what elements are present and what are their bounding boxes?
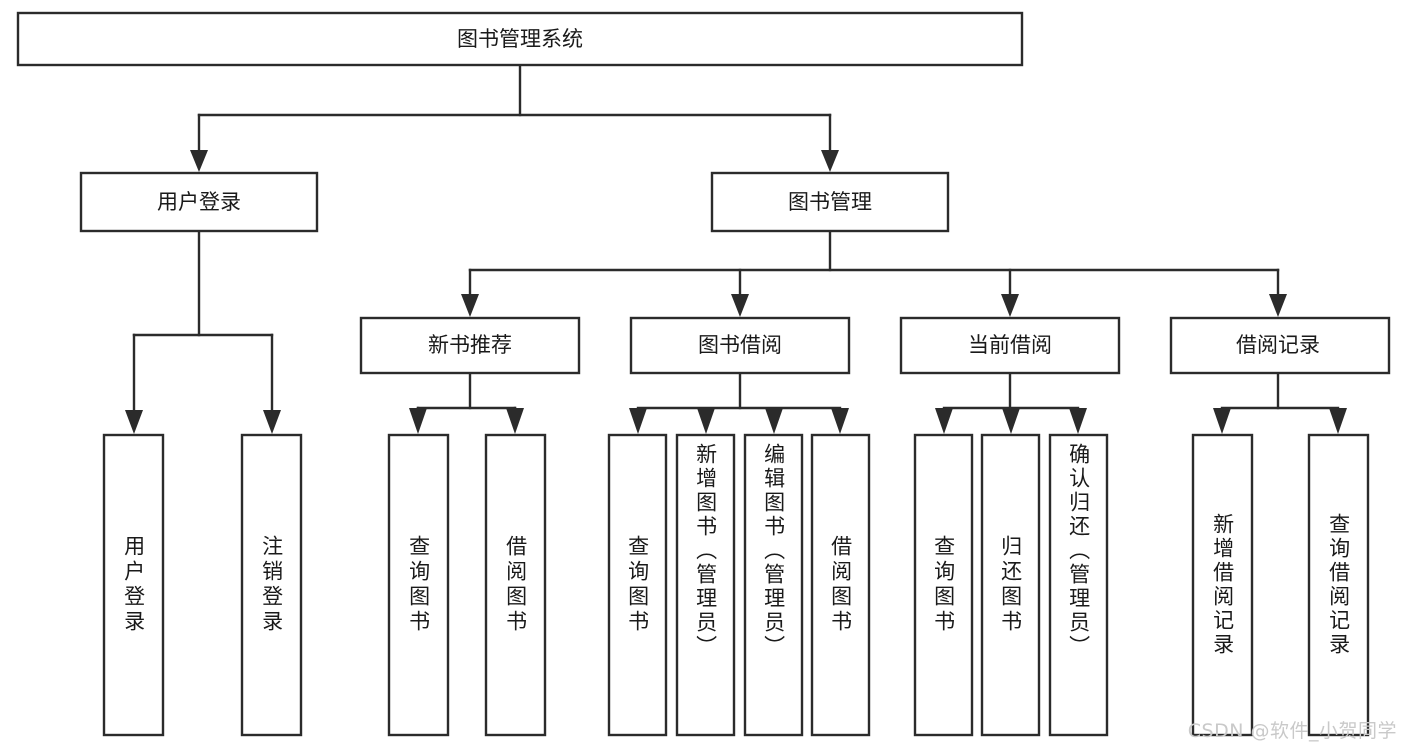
- arrow-head-icon-book-borrow: [731, 294, 749, 317]
- arrow-head-icon-leaf-query-book-3: [935, 408, 953, 434]
- node-leaf-borrow-book-1-label: 借阅图书: [503, 535, 528, 635]
- arrow-head-icon-leaf-query-record: [1329, 408, 1347, 434]
- node-root-label: 图书管理系统: [457, 27, 583, 51]
- node-current-borrow[interactable]: 当前借阅: [899, 316, 1121, 375]
- connector-group-book-manage: [461, 229, 1287, 317]
- arrow-head-icon-leaf-add-book: [697, 408, 715, 434]
- node-leaf-query-book-3-box[interactable]: [913, 433, 974, 737]
- node-borrow-record-label: 借阅记录: [1236, 333, 1320, 357]
- arrow-head-icon-leaf-logout: [263, 410, 281, 434]
- arrow-head-icon-new-book-rec: [461, 294, 479, 317]
- node-root[interactable]: 图书管理系统: [16, 11, 1024, 67]
- node-leaf-confirm-return-label: 确认归还（管理员）: [1066, 443, 1091, 659]
- node-root-box[interactable]: [16, 11, 1024, 67]
- leaf-boxes-group: [102, 433, 1370, 737]
- connector-group-user-login: [125, 229, 281, 434]
- node-leaf-return-book-label: 归还图书: [998, 535, 1023, 635]
- node-leaf-add-record-box[interactable]: [1191, 433, 1254, 737]
- node-user-login-box[interactable]: [79, 171, 319, 233]
- connector-group-borrow-record: [1213, 371, 1347, 434]
- node-book-borrow-label: 图书借阅: [698, 333, 782, 357]
- node-current-borrow-label: 当前借阅: [968, 333, 1052, 357]
- node-leaf-borrow-book-1-box[interactable]: [484, 433, 547, 737]
- node-leaf-add-record-label: 新增借阅记录: [1210, 513, 1235, 657]
- node-book-borrow[interactable]: 图书借阅: [629, 316, 851, 375]
- arrow-head-icon-leaf-confirm-return: [1069, 408, 1087, 434]
- node-user-login[interactable]: 用户登录: [79, 171, 319, 233]
- node-book-manage-label: 图书管理: [788, 190, 872, 214]
- arrow-head-icon-leaf-return-book: [1002, 408, 1020, 434]
- node-leaf-query-book-1-box[interactable]: [387, 433, 450, 737]
- node-borrow-record-box[interactable]: [1169, 316, 1391, 375]
- node-current-borrow-box[interactable]: [899, 316, 1121, 375]
- arrow-head-icon-leaf-borrow-book-1: [506, 408, 524, 434]
- arrow-head-icon-current-borrow: [1001, 294, 1019, 317]
- node-new-book-rec-box[interactable]: [359, 316, 581, 375]
- arrow-head-icon-book-manage: [821, 150, 839, 172]
- node-leaf-query-book-2-label: 查询图书: [625, 535, 650, 635]
- node-book-manage[interactable]: 图书管理: [710, 171, 950, 233]
- connector-group-new-book-rec: [409, 371, 524, 434]
- arrow-head-icon-leaf-edit-book: [765, 408, 783, 434]
- arrow-head-icon-leaf-query-book-1: [409, 408, 427, 434]
- arrow-head-icon-borrow-record: [1269, 294, 1287, 317]
- node-leaf-logout-label: 注销登录: [259, 535, 284, 635]
- node-leaf-add-book-box[interactable]: [675, 433, 736, 737]
- arrow-head-icon-leaf-user-login: [125, 410, 143, 434]
- node-leaf-return-book-box[interactable]: [980, 433, 1041, 737]
- node-user-login-label: 用户登录: [157, 190, 241, 214]
- node-leaf-logout-box[interactable]: [240, 433, 303, 737]
- node-leaf-confirm-return-box[interactable]: [1048, 433, 1109, 737]
- node-borrow-record[interactable]: 借阅记录: [1169, 316, 1391, 375]
- node-leaf-user-login-box[interactable]: [102, 433, 165, 737]
- node-leaf-query-book-3-label: 查询图书: [931, 535, 956, 635]
- arrow-head-icon-leaf-query-book-2: [629, 408, 647, 434]
- node-new-book-rec[interactable]: 新书推荐: [359, 316, 581, 375]
- node-leaf-add-book-label: 新增图书（管理员）: [693, 443, 718, 659]
- node-leaf-edit-book-label: 编辑图书（管理员）: [761, 443, 786, 659]
- node-leaf-query-book-1-label: 查询图书: [406, 535, 431, 635]
- node-leaf-query-book-2-box[interactable]: [607, 433, 668, 737]
- node-leaf-borrow-book-2-box[interactable]: [810, 433, 871, 737]
- node-leaf-query-record-box[interactable]: [1307, 433, 1370, 737]
- node-new-book-rec-label: 新书推荐: [428, 333, 512, 357]
- node-leaf-edit-book-box[interactable]: [743, 433, 804, 737]
- node-leaf-borrow-book-2-label: 借阅图书: [828, 535, 853, 635]
- node-leaf-user-login-label: 用户登录: [121, 535, 146, 635]
- leaf-labels-group: 用户登录 注销登录 查询图书 借阅图书 查询图书: [121, 443, 1351, 659]
- arrow-head-icon-leaf-borrow-book-2: [831, 408, 849, 434]
- arrow-head-icon-user-login: [190, 150, 208, 172]
- connector-group-book-borrow: [629, 371, 849, 434]
- arrow-head-icon-leaf-add-record: [1213, 408, 1231, 434]
- node-book-borrow-box[interactable]: [629, 316, 851, 375]
- connector-group-current-borrow: [935, 371, 1087, 434]
- node-leaf-query-record-label: 查询借阅记录: [1326, 513, 1351, 657]
- node-book-manage-box[interactable]: [710, 171, 950, 233]
- connector-group-root: [190, 63, 839, 172]
